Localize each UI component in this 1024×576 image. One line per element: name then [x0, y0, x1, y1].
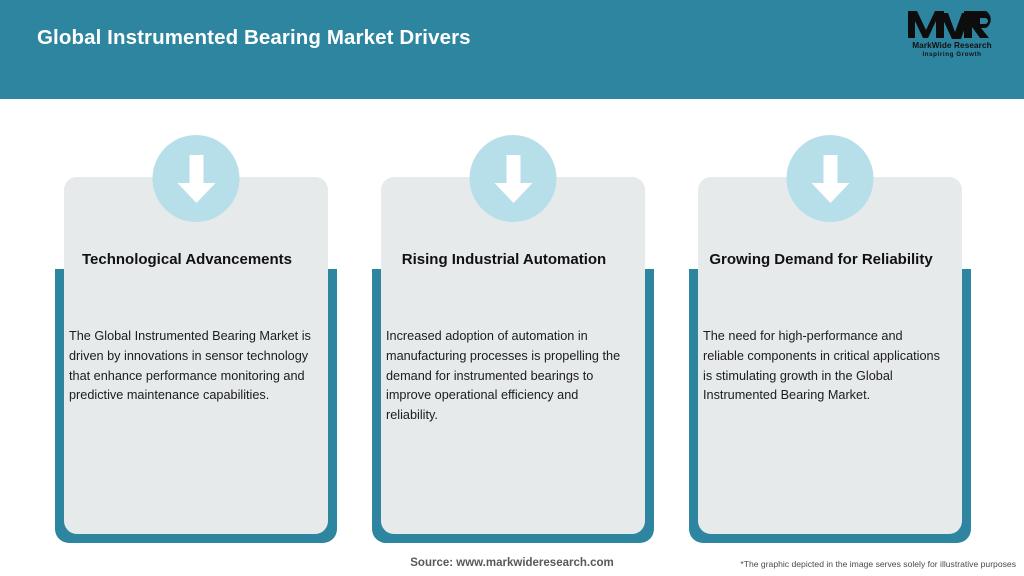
arrow-down-icon: [152, 135, 240, 222]
card-panel: [381, 177, 645, 534]
driver-card: Technological Advancements The Global In…: [55, 99, 337, 544]
page-title: Global Instrumented Bearing Market Drive…: [37, 26, 471, 49]
arrow-down-icon: [786, 135, 874, 222]
card-body-text: Increased adoption of automation in manu…: [386, 329, 621, 423]
arrow-down-icon: [469, 135, 557, 222]
driver-card: Growing Demand for Reliability The need …: [689, 99, 971, 544]
card-heading: Rising Industrial Automation: [401, 251, 607, 268]
card-heading: Technological Advancements: [81, 251, 293, 268]
footer-disclaimer-label: *The graphic depicted in the image serve…: [740, 559, 1016, 569]
driver-card: Rising Industrial Automation Increased a…: [372, 99, 654, 544]
brand-logo: MarkWide Research Inspiring Growth: [898, 8, 1006, 70]
card-body-text: The need for high-performance and reliab…: [703, 329, 940, 403]
card-body-text: The Global Instrumented Bearing Market i…: [69, 329, 311, 403]
mwr-monogram-icon: [908, 11, 991, 39]
logo-tagline: Inspiring Growth: [922, 51, 982, 58]
logo-name: MarkWide Research: [912, 41, 992, 50]
header-band: Global Instrumented Bearing Market Drive…: [0, 0, 1024, 99]
card-heading: Growing Demand for Reliability: [709, 251, 933, 268]
card-panel: [64, 177, 328, 534]
drivers-card-row: Technological Advancements The Global In…: [0, 99, 1024, 544]
card-panel: [698, 177, 962, 534]
footer-source-label: Source: www.markwideresearch.com: [410, 557, 614, 569]
